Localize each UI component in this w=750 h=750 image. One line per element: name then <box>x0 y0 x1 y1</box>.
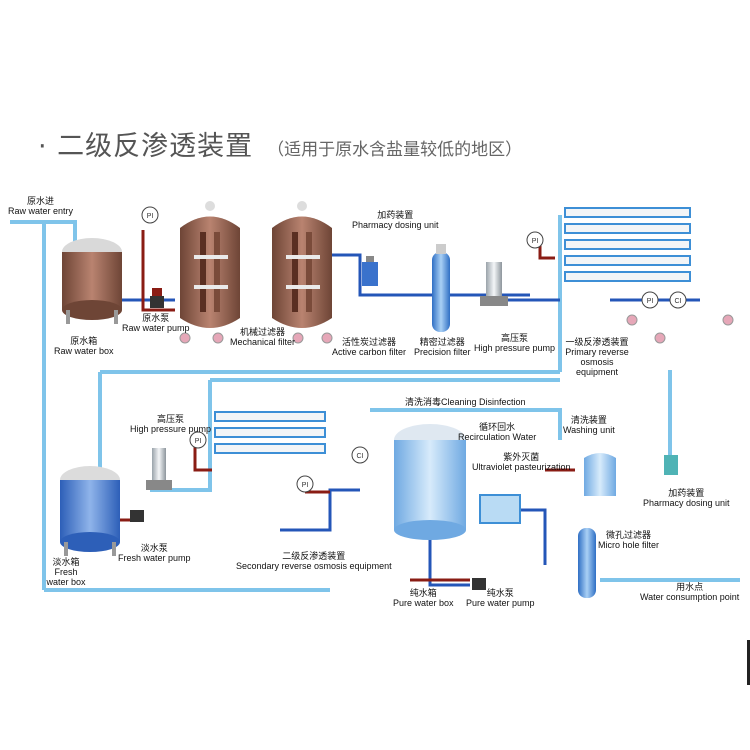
mechanical-filter-label: 机械过滤器 Mechanical filter <box>230 327 296 347</box>
pi-gauge-2 <box>526 231 544 249</box>
pi-gauge-5 <box>296 475 314 493</box>
primary-ro-membranes <box>564 207 691 282</box>
pi-gauge-1 <box>141 206 159 224</box>
secondary-ro-label: 二级反渗透装置 Secondary reverse osmosis equipm… <box>236 551 392 571</box>
primary-ro-label: 一级反渗透装置 Primary reverse osmosis equipmen… <box>565 337 629 377</box>
precision-filter <box>432 244 450 332</box>
pure-water-pump <box>472 578 486 590</box>
svg-text:CI: CI <box>357 453 364 460</box>
high-pressure-pump-mid <box>146 448 172 490</box>
svg-text:PI: PI <box>302 482 309 489</box>
fresh-water-pump-label: 淡水泵 Fresh water pump <box>118 543 191 563</box>
pure-water-box-label: 纯水箱 Pure water box <box>393 588 454 608</box>
pharmacy-dosing-right-label: 加药装置 Pharmacy dosing unit <box>643 488 730 508</box>
raw-water-pump-label: 原水泵 Raw water pump <box>122 313 190 333</box>
svg-text:PI: PI <box>195 438 202 445</box>
raw-water-entry-label: 原水进 Raw water entry <box>8 196 74 216</box>
high-pressure-pump-top <box>480 262 508 306</box>
svg-text:PI: PI <box>147 213 154 220</box>
fresh-water-box <box>60 466 120 556</box>
ci-gauge-1 <box>669 291 687 309</box>
active-carbon-filter-vessel <box>272 201 332 328</box>
edge-bar <box>747 640 750 685</box>
mechanical-filter-vessel <box>180 201 240 328</box>
page-title: · 二级反渗透装置 <box>38 131 254 162</box>
drain-lines <box>115 230 575 582</box>
uv-pasteurization-box <box>479 494 521 524</box>
pi-gauge-4 <box>189 431 207 449</box>
uv-pasteurization-label: 紫外灭菌 Ultraviolet pasteurization <box>472 452 571 472</box>
micro-hole-filter <box>578 528 596 598</box>
raw-entry-pipe <box>10 220 77 245</box>
washing-unit-label: 清洗装置 Washing unit <box>563 415 615 435</box>
secondary-ro-loop <box>280 488 360 532</box>
pure-water-box <box>394 424 466 540</box>
pharmacy-dosing-right <box>664 455 678 475</box>
water-consumption-point-label: 用水点 Water consumption point <box>640 582 740 602</box>
raw-water-box-label: 原水箱 Raw water box <box>54 336 114 356</box>
gauge-labels: PI PI PI CI PI CI PI <box>147 213 682 489</box>
svg-text:PI: PI <box>647 298 654 305</box>
svg-text:CI: CI <box>675 298 682 305</box>
high-pressure-pump-mid-label: 高压泵 High pressure pump <box>130 414 212 434</box>
raw-water-box <box>62 238 122 324</box>
vessel-gauges <box>179 332 333 344</box>
primary-ro-valves <box>626 314 734 344</box>
title-row: · 二级反渗透装置 （适用于原水含盐量较低的地区） <box>38 124 522 163</box>
raw-water-pump <box>150 288 164 308</box>
pi-gauge-3 <box>641 291 659 309</box>
svg-text:PI: PI <box>532 238 539 245</box>
gauge-circles <box>141 206 687 493</box>
fresh-water-box-label: 淡水箱 Fresh water box <box>46 557 86 587</box>
cleaning-disinfection-label: 清洗消毒Cleaning Disinfection <box>405 397 526 407</box>
high-pressure-pump-top-label: 高压泵 High pressure pump <box>474 333 556 353</box>
pure-water-pump-label: 纯水泵 Pure water pump <box>466 588 535 608</box>
fresh-water-pump <box>130 510 144 522</box>
micro-hole-filter-label: 微孔过滤器 Micro hole filter <box>598 530 660 550</box>
pure-tank-pipe <box>428 535 470 587</box>
washing-unit <box>584 453 616 496</box>
pipes-light <box>10 215 740 592</box>
page-subtitle: （适用于原水含盐量较低的地区） <box>267 140 523 160</box>
cleaning-loop-pipe <box>370 408 562 440</box>
pharmacy-dosing-top-label: 加药装置 Pharmacy dosing unit <box>352 210 439 230</box>
secondary-ro-membranes <box>214 411 326 454</box>
recirculation-water-label: 循环回水 Recirculation Water <box>458 422 537 442</box>
precision-filter-label: 精密过滤器 Precision filter <box>414 337 471 357</box>
active-carbon-filter-label: 活性炭过滤器 Active carbon filter <box>332 337 407 357</box>
ci-gauge-2 <box>351 446 369 464</box>
pharmacy-dosing-top <box>362 256 378 286</box>
uv-to-micro-pipe <box>520 508 547 565</box>
